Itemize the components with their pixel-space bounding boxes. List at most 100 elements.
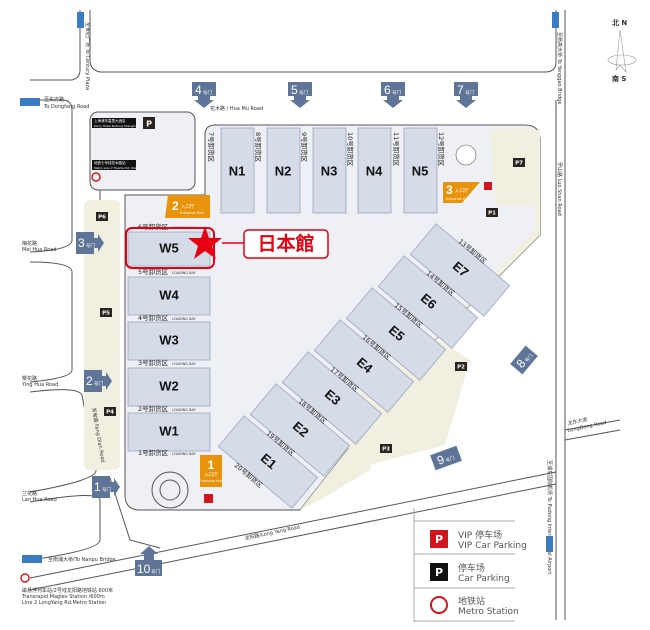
svg-text:Entrance Hall: Entrance Hall bbox=[446, 197, 470, 201]
hotel-parking-icon bbox=[143, 117, 155, 129]
loading-bay-label: 11号卸货区 bbox=[392, 132, 401, 167]
hall-n3 bbox=[312, 127, 347, 214]
svg-text:3: 3 bbox=[446, 183, 453, 197]
svg-text:1: 1 bbox=[208, 458, 215, 472]
road-huamu: 花木路 / Hua Mu Road bbox=[210, 105, 263, 112]
legend-parking-en: Car Parking bbox=[458, 574, 510, 584]
arrow-up-icon bbox=[77, 12, 84, 28]
compass-south: 南 S bbox=[612, 74, 626, 83]
north-halls: N1 N2 N3 N4 N5 7号卸货区 8号卸货区 9号卸货区 10号卸货区 … bbox=[207, 127, 477, 214]
loading-bay-label: 3号卸货区 bbox=[138, 358, 169, 367]
svg-text:4: 4 bbox=[195, 83, 202, 97]
svg-text:3: 3 bbox=[78, 236, 85, 250]
road-lanhua-en: Lan Hua Road bbox=[22, 497, 57, 503]
svg-text:号门: 号门 bbox=[86, 242, 95, 249]
hall-label: N4 bbox=[366, 163, 383, 178]
hall-e4 bbox=[313, 319, 415, 413]
svg-text:Entrance Hall: Entrance Hall bbox=[199, 479, 223, 483]
legend-metro-en: Metro Station bbox=[458, 607, 519, 617]
hall-n4 bbox=[357, 127, 392, 214]
svg-text:P3: P3 bbox=[382, 447, 390, 453]
compass-north: 北 N bbox=[612, 18, 627, 27]
legend-vip-cn: VIP 停车场 bbox=[458, 529, 502, 541]
arrow-left-icon bbox=[20, 98, 40, 106]
japan-pavilion-highlight[interactable]: 日本館 bbox=[125, 226, 329, 269]
svg-text:号门: 号门 bbox=[445, 454, 456, 464]
entrance-hall-2[interactable]: 2 入口厅 Entrance Hall bbox=[165, 195, 210, 218]
loading-bay-label: 10号卸货区 bbox=[346, 132, 355, 167]
legend: P VIP 停车场 VIP Car Parking P 停车场 Car Park… bbox=[413, 508, 527, 622]
metro7-label-box bbox=[92, 160, 136, 170]
svg-text:入口厅: 入口厅 bbox=[204, 472, 218, 478]
hall-label: W5 bbox=[159, 240, 179, 255]
arrow-left-icon bbox=[22, 555, 42, 563]
road-meihua-cn: 梅花路 bbox=[22, 240, 37, 247]
hall-e1 bbox=[217, 415, 319, 509]
hall-n1 bbox=[220, 127, 255, 214]
road-yanggao: 至杨高大桥 To Yanggao Bridge bbox=[556, 32, 563, 104]
hall-w4 bbox=[127, 276, 211, 316]
hall-label: W1 bbox=[159, 423, 179, 438]
loading-bay-label: 8号卸货区 bbox=[254, 132, 263, 163]
metro7-cn: 地铁七号线花木路站 bbox=[94, 160, 126, 165]
maglev-en1: Transrapid Maglev Station /600m bbox=[21, 594, 105, 600]
legend-vip-en: VIP Car Parking bbox=[458, 541, 527, 551]
svg-text:2: 2 bbox=[172, 199, 179, 213]
svg-text:号门: 号门 bbox=[102, 486, 111, 493]
arrow-up-icon bbox=[552, 12, 559, 28]
vip-parking-icon bbox=[430, 530, 448, 548]
compass-icon bbox=[607, 29, 637, 73]
svg-text:10: 10 bbox=[137, 562, 151, 576]
metro-icon bbox=[20, 573, 30, 583]
hall-e5 bbox=[345, 287, 447, 381]
svg-text:P: P bbox=[435, 566, 443, 579]
green-area-ne bbox=[490, 130, 535, 205]
svg-text:号门: 号门 bbox=[523, 352, 534, 364]
svg-text:LOADING BAY: LOADING BAY bbox=[172, 452, 197, 456]
loading-bay-label: 7号卸货区 bbox=[207, 132, 216, 163]
road-dongfang-cn: 至东方路 bbox=[44, 96, 64, 103]
loading-bay-label: 12号卸货区 bbox=[437, 132, 446, 167]
gate-8[interactable]: 8号门 bbox=[510, 345, 538, 375]
road-dongfang-en: To Dongfang Road bbox=[43, 104, 89, 110]
svg-text:LOADING BAY: LOADING BAY bbox=[172, 271, 197, 275]
svg-text:LOADING BAY: LOADING BAY bbox=[172, 362, 197, 366]
star-icon bbox=[188, 226, 222, 259]
loading-bay-label: 2号卸货区 bbox=[138, 404, 169, 413]
east-halls: E1 E2 E3 E4 E5 E6 E7 20号卸货区 19号卸货区 18号卸货… bbox=[217, 223, 511, 509]
west-halls: W5 W4 W3 W2 W1 6号卸货区 5号卸货区 4号卸货区 3号卸货区 2… bbox=[127, 222, 211, 509]
svg-text:号门: 号门 bbox=[392, 89, 401, 96]
maglev-cn: 磁悬浮列车站/2号线龙阳路地铁站 600米 bbox=[22, 587, 113, 594]
road-meihua-en: Mei Hua Road bbox=[22, 247, 57, 253]
loading-bay-label: 4号卸货区 bbox=[138, 313, 169, 322]
hall-w3 bbox=[127, 321, 211, 361]
svg-text:P2: P2 bbox=[457, 365, 465, 371]
vip-parking-icon bbox=[204, 494, 213, 503]
parking-markers: P1 P2 P3 P4 P5 P6 P7 bbox=[96, 158, 525, 453]
svg-text:P5: P5 bbox=[102, 311, 110, 317]
loading-bay-label: 6号卸货区 bbox=[138, 222, 169, 231]
svg-text:号门: 号门 bbox=[203, 89, 212, 96]
svg-text:P: P bbox=[435, 533, 443, 546]
svg-text:入口厅: 入口厅 bbox=[455, 188, 469, 194]
road-luoshan: 罗山路 Luo Shan Road bbox=[556, 162, 563, 216]
road-lanhua-cn: 兰花路 bbox=[22, 490, 37, 497]
loading-bay-label: 5号卸货区 bbox=[138, 267, 169, 276]
entrance-hall-1[interactable]: 1 入口厅 Entrance Hall bbox=[199, 455, 223, 487]
maglev-en2: Line 2 LongYang Rd.Metro Station bbox=[22, 600, 106, 606]
entrance-hall-3[interactable]: 3 入口厅 Entrance Hall bbox=[443, 182, 480, 203]
vip-parking-icon bbox=[484, 182, 492, 190]
svg-text:5: 5 bbox=[291, 83, 298, 97]
hotel-label-box bbox=[92, 118, 136, 128]
hotel-parking-glyph: P bbox=[146, 120, 152, 129]
